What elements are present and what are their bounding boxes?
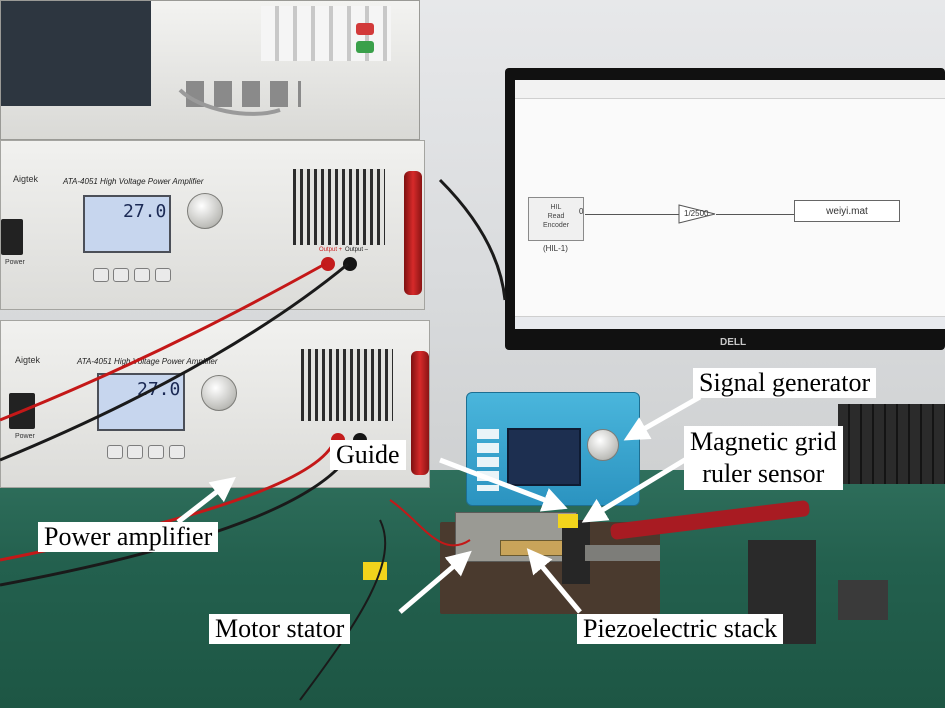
amp1-power-switch [1, 219, 23, 255]
amp1-lcd-value: 27.0 [123, 201, 167, 222]
yellow-tape [558, 514, 578, 528]
amp2-handle [411, 351, 429, 475]
amp1-lcd: 27.0 [83, 195, 171, 253]
label-motor-stator: Motor stator [209, 614, 351, 644]
encoder-port: 0 [579, 207, 584, 216]
label-guide: Guide [330, 440, 406, 470]
arrow-magnetic-grid [581, 455, 690, 523]
gain-label: 1/2500 [684, 209, 709, 218]
encoder-line3: Encoder [542, 222, 570, 229]
red-button [356, 23, 374, 35]
amp1-knob [187, 193, 223, 229]
amp1-output-plus-jack [321, 257, 335, 271]
amp1-handle [404, 171, 422, 295]
amp1-button [155, 268, 171, 282]
amp1-output-plus-label: Output + [319, 247, 343, 253]
monitor-screen: HIL Read Encoder 0 (HIL-1) 1/2500 weiyi.… [515, 80, 945, 329]
green-button [356, 41, 374, 53]
hil-read-encoder-block: HIL Read Encoder [528, 197, 584, 241]
encoder-caption: (HIL-1) [543, 244, 568, 253]
amp2-model: ATA-4051 High Voltage Power Amplifier [77, 357, 218, 366]
amp2-button [107, 445, 123, 459]
power-amplifier-1: Power Aigtek ATA-4051 High Voltage Power… [0, 140, 425, 310]
amp2-button [148, 445, 164, 459]
arrow-piezo-stack [526, 548, 582, 614]
amp1-power-label: Power [5, 259, 25, 266]
label-magnetic-grid-line1: Magnetic grid [690, 427, 837, 456]
amp1-output-minus-jack [343, 257, 357, 271]
monitor-brand: DELL [720, 337, 747, 348]
magnetic-base-2 [838, 580, 888, 620]
top-instrument-display [1, 1, 151, 106]
amp2-power-label: Power [15, 433, 35, 440]
amp2-button [169, 445, 185, 459]
amp2-button [127, 445, 143, 459]
signal-line-2 [716, 214, 794, 215]
bnc-connectors [186, 81, 301, 107]
screen-toolbar [515, 80, 945, 99]
amp1-button [134, 268, 150, 282]
amp1-vent [293, 169, 385, 245]
label-magnetic-grid-line2: ruler sensor [702, 459, 825, 488]
arrow-signal-generator [623, 394, 702, 441]
amp1-button [93, 268, 109, 282]
arrow-power-amplifier [176, 476, 236, 524]
siggen-display [507, 428, 581, 486]
guide-rail [585, 545, 660, 561]
label-power-amplifier: Power amplifier [38, 522, 219, 552]
siggen-knob [587, 429, 619, 461]
label-piezoelectric-stack: Piezoelectric stack [577, 614, 784, 644]
top-instrument [0, 0, 420, 140]
amp2-vent [301, 349, 393, 421]
taskbar [515, 316, 945, 329]
arrow-motor-stator [398, 550, 472, 614]
signal-line-1 [585, 214, 679, 215]
encoder-line1: HIL [550, 204, 562, 211]
keyboard [838, 404, 945, 484]
amp1-button [113, 268, 129, 282]
arrow-guide [439, 457, 568, 512]
encoder-line2: Read [547, 213, 565, 220]
amp2-lcd: 27.0 [97, 373, 185, 431]
gain-block [678, 204, 716, 224]
to-file-block: weiyi.mat [794, 200, 900, 222]
amp1-output-minus-label: Output – [345, 247, 369, 253]
amp1-brand: Aigtek [13, 174, 39, 184]
label-magnetic-grid-sensor: Magnetic grid ruler sensor [684, 426, 843, 490]
amp2-knob [201, 375, 237, 411]
amp2-lcd-value: 27.0 [137, 379, 181, 400]
amp1-model: ATA-4051 High Voltage Power Amplifier [63, 177, 204, 186]
label-signal-generator: Signal generator [693, 368, 877, 398]
amp2-brand: Aigtek [15, 355, 41, 365]
